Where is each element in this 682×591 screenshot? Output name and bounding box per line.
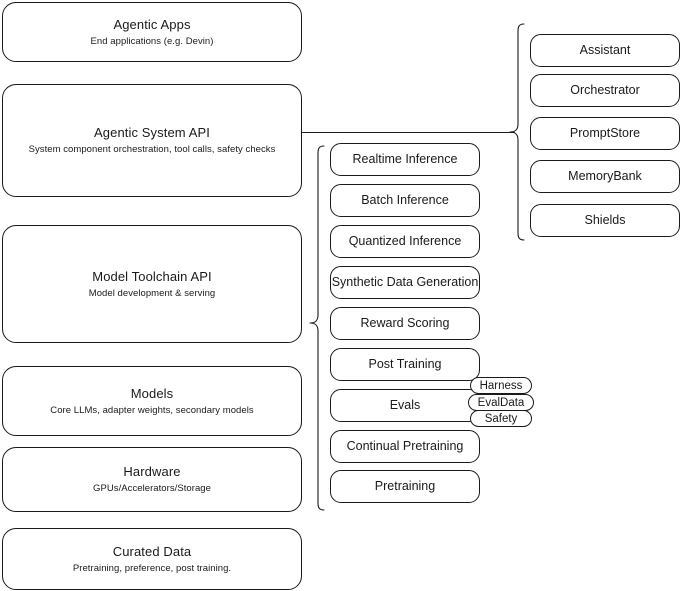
component-box-continual-pretraining[interactable]: Continual Pretraining	[330, 430, 480, 463]
layer-subtitle: Pretraining, preference, post training.	[72, 562, 232, 574]
layer-title: Model Toolchain API	[92, 268, 212, 284]
layer-title: Curated Data	[112, 543, 192, 559]
layer-title: Agentic System API	[94, 125, 210, 140]
layer-subtitle: End applications (e.g. Devin)	[90, 35, 214, 47]
component-box-assistant[interactable]: Assistant	[530, 34, 680, 67]
component-box-pretraining[interactable]: Pretraining	[330, 470, 480, 503]
layer-box-hardware[interactable]: Hardware GPUs/Accelerators/Storage	[2, 447, 302, 512]
component-label: Evals	[389, 398, 421, 412]
component-label: Assistant	[579, 43, 631, 57]
component-label: Synthetic Data Generation	[331, 275, 479, 289]
component-box-synthetic-data-generation[interactable]: Synthetic Data Generation	[330, 266, 480, 299]
layer-subtitle: GPUs/Accelerators/Storage	[93, 483, 211, 494]
layer-title: Hardware	[123, 464, 181, 479]
component-label: Orchestrator	[570, 83, 640, 97]
layer-box-agentic-system-api[interactable]: Agentic System API System component orch…	[2, 84, 302, 197]
component-label: Continual Pretraining	[346, 439, 464, 453]
component-label: PromptStore	[569, 126, 641, 140]
component-label: Reward Scoring	[360, 316, 450, 330]
component-box-promptstore[interactable]: PromptStore	[530, 117, 680, 150]
component-label: MemoryBank	[568, 169, 642, 183]
component-label: Pretraining	[374, 479, 436, 493]
component-box-reward-scoring[interactable]: Reward Scoring	[330, 307, 480, 340]
layer-box-model-toolchain-api[interactable]: Model Toolchain API Model development & …	[2, 225, 302, 343]
component-box-evals[interactable]: Evals	[330, 389, 480, 422]
evals-badge-harness[interactable]: Harness	[470, 377, 532, 394]
brace-agentic-components	[509, 23, 525, 241]
layer-box-models[interactable]: Models Core LLMs, adapter weights, secon…	[2, 366, 302, 436]
evals-badge-evaldata[interactable]: EvalData	[468, 394, 534, 411]
layer-subtitle: System component orchestration, tool cal…	[28, 144, 276, 155]
component-box-quantized-inference[interactable]: Quantized Inference	[330, 225, 480, 258]
component-box-batch-inference[interactable]: Batch Inference	[330, 184, 480, 217]
component-label: Post Training	[368, 357, 442, 371]
brace-toolchain-components	[309, 145, 325, 511]
connector-line-agentic-system-api	[302, 132, 515, 133]
evals-badge-safety[interactable]: Safety	[470, 410, 532, 427]
layer-box-curated-data[interactable]: Curated Data Pretraining, preference, po…	[2, 528, 302, 590]
layer-subtitle: Core LLMs, adapter weights, secondary mo…	[50, 404, 254, 416]
component-label: Realtime Inference	[352, 152, 458, 166]
layer-title: Models	[130, 385, 174, 401]
layer-box-agentic-apps[interactable]: Agentic Apps End applications (e.g. Devi…	[2, 2, 302, 62]
component-box-memorybank[interactable]: MemoryBank	[530, 160, 680, 193]
component-box-post-training[interactable]: Post Training	[330, 348, 480, 381]
component-box-orchestrator[interactable]: Orchestrator	[530, 74, 680, 107]
layer-subtitle: Model development & serving	[88, 287, 216, 299]
component-box-realtime-inference[interactable]: Realtime Inference	[330, 143, 480, 176]
component-label: Shields	[584, 213, 626, 227]
component-label: Quantized Inference	[348, 234, 462, 248]
component-box-shields[interactable]: Shields	[530, 204, 680, 237]
layer-title: Agentic Apps	[113, 16, 191, 32]
component-label: Batch Inference	[361, 193, 449, 207]
